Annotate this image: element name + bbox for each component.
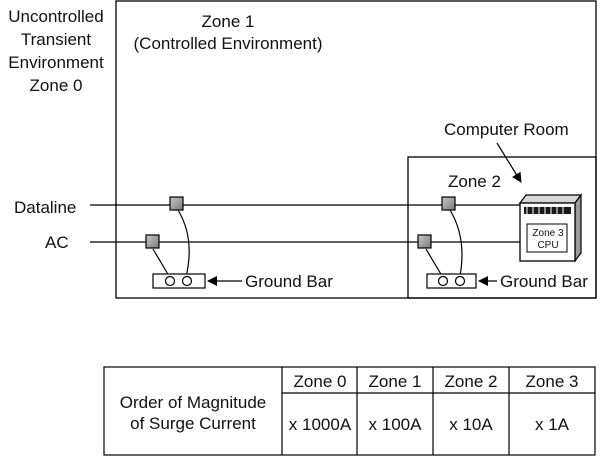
zone2-dataline-suppressor — [441, 196, 456, 211]
svg-text:Transient: Transient — [21, 30, 92, 49]
zone2-ground-bar-label: Ground Bar — [500, 272, 588, 291]
table-value-zone2: x 10A — [449, 415, 493, 434]
zone1-box — [115, 0, 597, 299]
zone2-box — [407, 156, 597, 299]
zone2-ground-bar — [426, 273, 477, 289]
zone1-ground-bar-label: Ground Bar — [245, 272, 333, 291]
surge-current-table: Order of Magnitude of Surge Current Zone… — [103, 366, 596, 456]
zone1-ground-bar — [152, 273, 206, 289]
table-row-label-line2: of Surge Current — [130, 414, 256, 433]
zone3-label: Zone 3 — [532, 228, 564, 239]
ac-label: AC — [45, 233, 69, 252]
table-header-zone1: Zone 1 — [369, 372, 422, 391]
zone2-data-ground-wire — [449, 209, 463, 282]
table-value-zone1: x 100A — [369, 415, 423, 434]
zone1-label: Zone 1 (Controlled Environment) — [134, 12, 323, 53]
cpu-zone3: Zone 3 CPU — [518, 193, 583, 263]
zone1-data-ground-wire — [177, 209, 190, 282]
table-value-zone3: x 1A — [535, 415, 570, 434]
svg-text:(Controlled Environment): (Controlled Environment) — [134, 34, 323, 53]
dataline-label: Dataline — [14, 198, 76, 217]
svg-text:Uncontrolled: Uncontrolled — [8, 7, 103, 26]
computer-room-label: Computer Room — [444, 120, 569, 139]
table-value-zone0: x 1000A — [289, 415, 352, 434]
zone1-ac-suppressor — [145, 234, 160, 249]
zone0-label: Uncontrolled Transient Environment Zone … — [8, 7, 104, 95]
computer-room-arrow — [496, 142, 522, 183]
cpu-label: CPU — [537, 240, 558, 251]
zone1-dataline-suppressor — [169, 196, 184, 211]
svg-text:Zone 1: Zone 1 — [202, 12, 255, 31]
svg-text:Environment: Environment — [8, 53, 104, 72]
table-row-label-line1: Order of Magnitude — [120, 393, 266, 412]
table-header-zone2: Zone 2 — [445, 372, 498, 391]
table-header-zone0: Zone 0 — [294, 372, 347, 391]
zone2-ac-suppressor — [417, 234, 432, 249]
zone2-label: Zone 2 — [448, 172, 501, 191]
svg-text:Zone 0: Zone 0 — [30, 76, 83, 95]
table-header-zone3: Zone 3 — [526, 372, 579, 391]
